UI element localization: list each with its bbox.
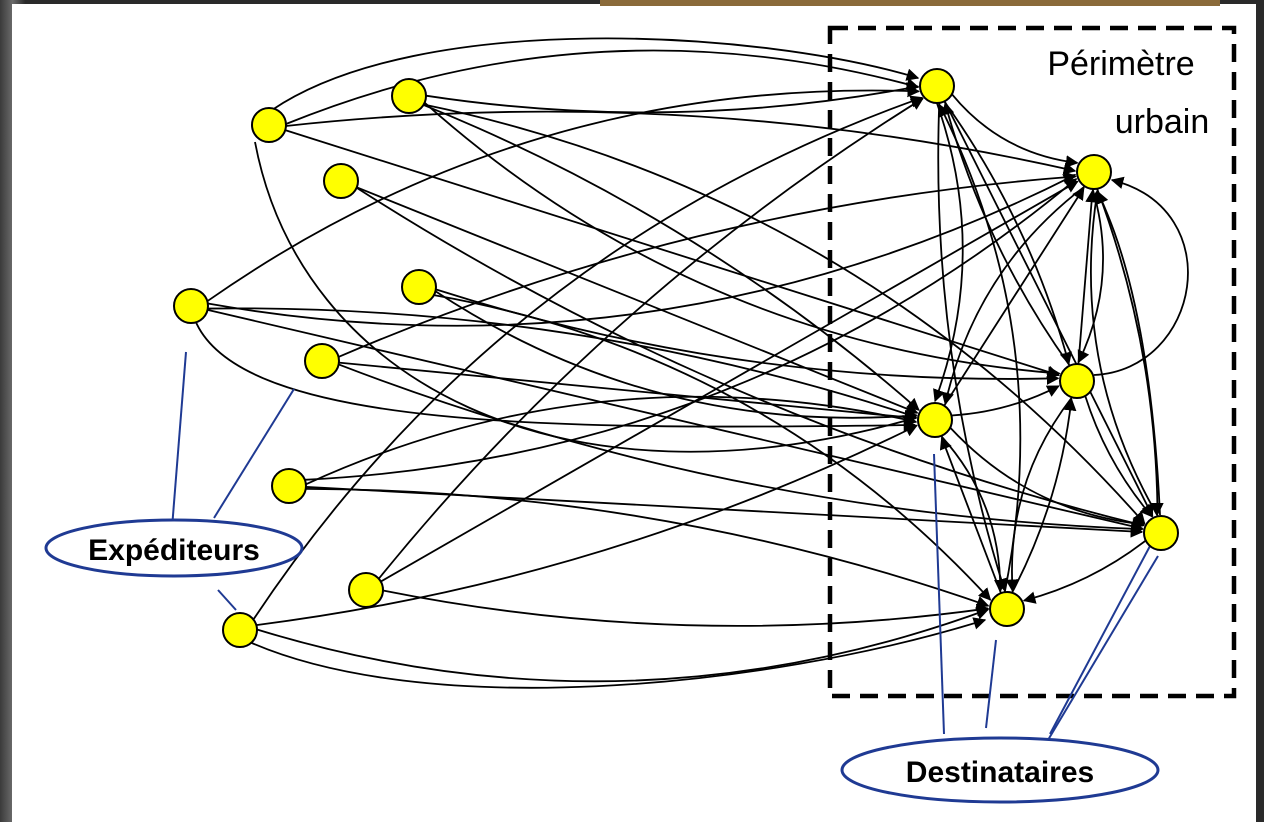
sender-node-s4 xyxy=(173,288,209,324)
edge-s2-r1 xyxy=(425,82,920,114)
edge-r5-r6 xyxy=(1022,539,1147,604)
edge-s9-r2 xyxy=(380,180,1079,583)
sender-node-s9 xyxy=(348,572,384,608)
nodes-layer xyxy=(173,68,1179,648)
edge-s3-r5 xyxy=(356,186,1145,529)
urban-perimeter-box xyxy=(827,25,1237,699)
top-photo-strip xyxy=(600,0,1220,6)
edge-r2-r5 xyxy=(1096,188,1164,516)
recipient-node-r1 xyxy=(919,68,955,104)
sender-node-s1 xyxy=(251,107,287,143)
recipients-callout-ellipse xyxy=(840,736,1160,804)
edge-s9-r6 xyxy=(382,589,990,627)
edge-r4-r6 xyxy=(1005,396,1073,593)
edges-layer xyxy=(194,37,1189,689)
edge-s4-r3 xyxy=(207,307,918,420)
edge-s2-r3 xyxy=(423,104,920,411)
sender-node-s7 xyxy=(271,468,307,504)
recipient-node-r6 xyxy=(989,591,1025,627)
diagram-canvas xyxy=(12,4,1256,822)
edge-r6-r3 xyxy=(939,436,1002,594)
recipient-node-r5 xyxy=(1143,515,1179,551)
edge-s3-r3 xyxy=(356,186,919,415)
edge-r6-r1 xyxy=(938,103,1022,593)
edge-s1-r1 xyxy=(285,49,920,125)
recipients-label: Destinataires xyxy=(906,756,1094,789)
edge-s4-r5 xyxy=(207,308,1144,533)
edge-r2-r4 xyxy=(1077,188,1104,364)
edge-s6-r3 xyxy=(338,361,918,424)
sender-node-s5 xyxy=(401,269,437,305)
edge-r2-r3 xyxy=(941,185,1086,406)
edge-s7-r3 xyxy=(305,395,918,486)
edge-s1-r4 xyxy=(284,129,1061,378)
senders-callout-ellipse xyxy=(44,518,304,578)
recipient-node-r3 xyxy=(917,402,953,438)
edge-r4-r1 xyxy=(942,101,1071,367)
edge-r3-r5 xyxy=(949,426,1146,530)
edge-r1-r6 xyxy=(937,102,1008,592)
sender-node-s6 xyxy=(304,343,340,379)
edge-r3-r4 xyxy=(951,385,1060,417)
edge-curve-mid xyxy=(254,141,917,453)
edge-curve-loop xyxy=(1093,176,1189,376)
edge-s5-r6 xyxy=(433,294,992,601)
edge-r1-r5 xyxy=(943,100,1154,518)
edge-s4-r2 xyxy=(207,173,1077,327)
edge-curve-low xyxy=(194,319,917,432)
senders-callout-lines xyxy=(171,351,295,611)
edge-s4-r1 xyxy=(206,84,921,302)
edge-s9-r1 xyxy=(378,97,924,580)
edge-r1-r3 xyxy=(933,102,964,403)
edge-r4-r5 xyxy=(1084,395,1153,518)
recipients-callout-lines xyxy=(933,453,1159,741)
edge-curve-bottom xyxy=(244,617,987,689)
perimeter-label-line2: urbain xyxy=(1115,103,1210,141)
edge-s1-r2 xyxy=(285,110,1077,175)
edge-s7-r2 xyxy=(304,178,1078,481)
edge-s8-r6 xyxy=(256,607,990,683)
edge-curve-top xyxy=(271,37,920,111)
perimeter-label-line1: Périmètre xyxy=(1047,45,1194,83)
edge-curve-right xyxy=(1096,190,1161,516)
edge-s6-r2 xyxy=(338,171,1077,358)
edge-r6-r4 xyxy=(1011,397,1077,594)
edge-s2-r4 xyxy=(424,101,1061,379)
sender-node-s8 xyxy=(222,612,258,648)
sender-node-s2 xyxy=(391,78,427,114)
senders-label: Expéditeurs xyxy=(88,534,260,567)
edge-r4-r2 xyxy=(1077,189,1098,365)
recipient-node-r4 xyxy=(1059,363,1095,399)
recipient-node-r2 xyxy=(1076,154,1112,190)
edge-r1-r2 xyxy=(951,93,1079,168)
edge-s8-r1 xyxy=(252,95,924,621)
edge-r5-r2 xyxy=(1089,189,1159,517)
edge-r3-r2 xyxy=(943,186,1085,407)
edge-r3-r6 xyxy=(940,435,1007,593)
sender-node-s3 xyxy=(323,163,359,199)
edge-s8-r3 xyxy=(256,424,918,626)
edge-s2-r5 xyxy=(423,103,1146,525)
edge-s6-r5 xyxy=(338,363,1144,536)
